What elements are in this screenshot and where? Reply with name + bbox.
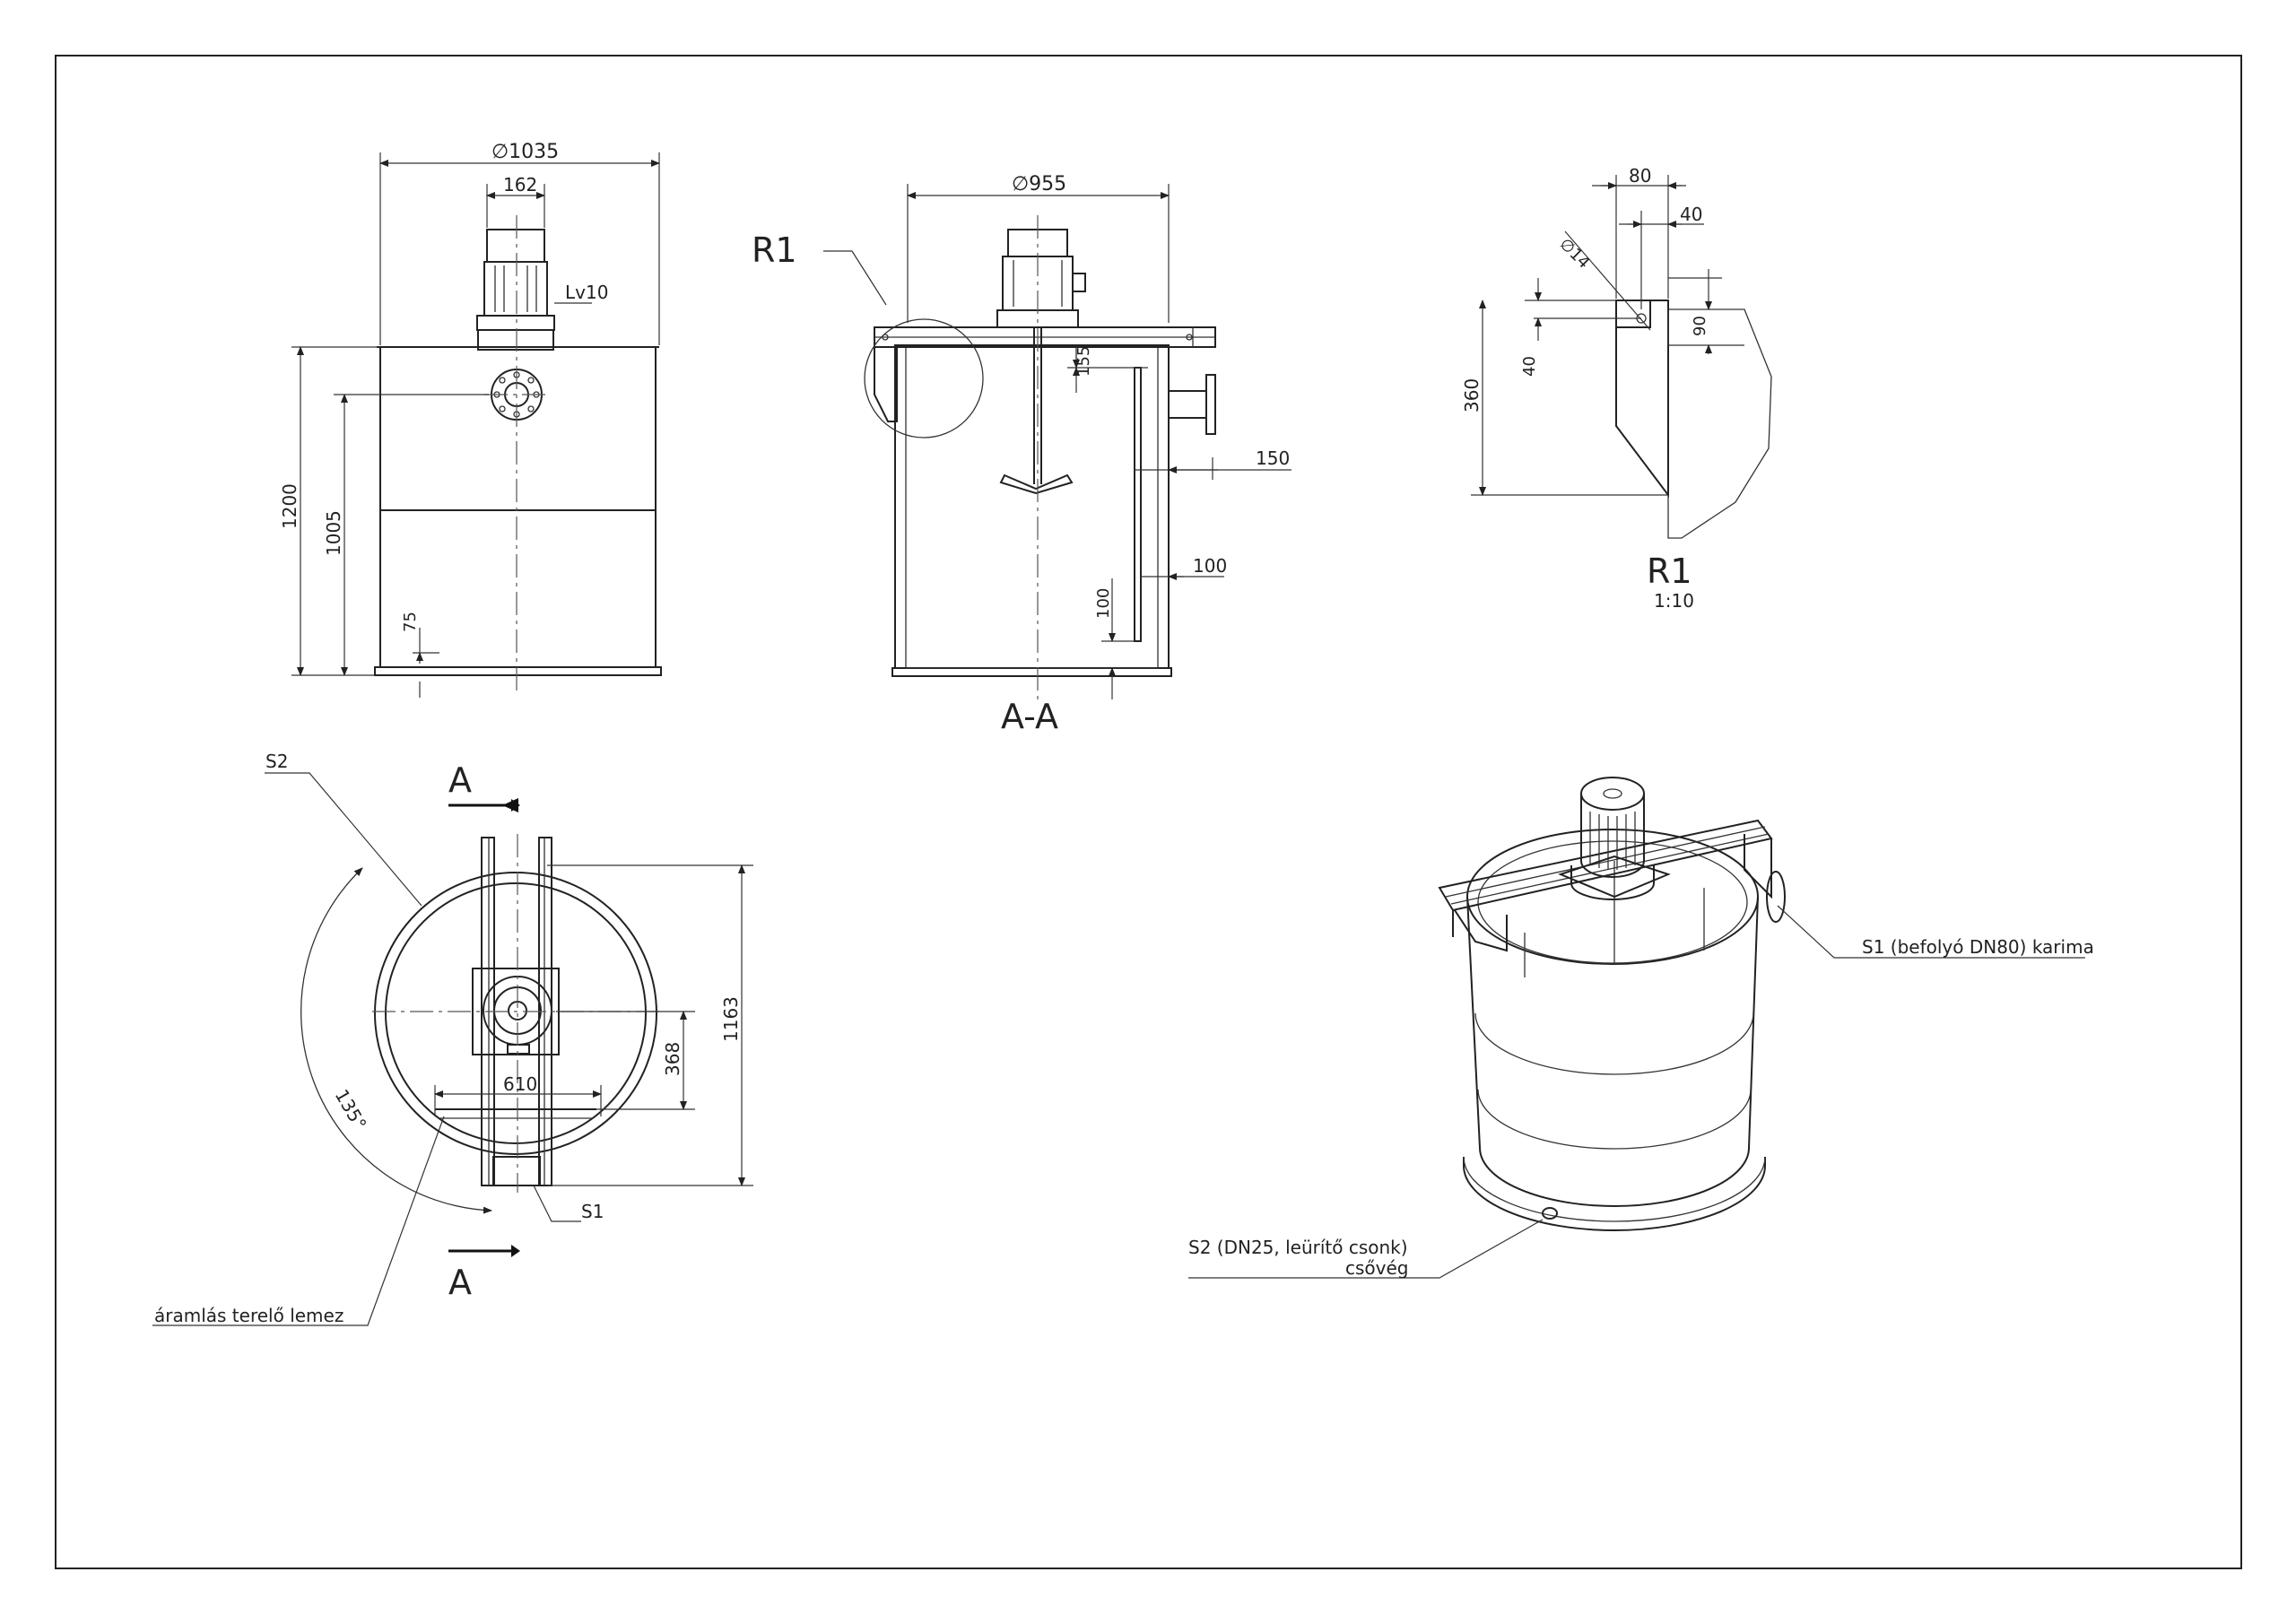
detail-title: R1 bbox=[1647, 551, 1692, 591]
detail-beam bbox=[1615, 300, 1651, 328]
section-dim-155: 155 bbox=[1074, 346, 1093, 377]
top-dim-1163: 1163 bbox=[720, 996, 742, 1042]
top-view: A A 135° S2 1163 368 610 S1 áramlás tere… bbox=[152, 751, 753, 1326]
section-inlet-flange bbox=[1205, 374, 1216, 435]
top-tank-outer bbox=[374, 872, 657, 1155]
detail-dim-360: 360 bbox=[1461, 378, 1483, 413]
section-dim-diameter: ∅955 bbox=[1012, 173, 1066, 195]
section-view: R1 ∅955 155 150 100 100 A-A bbox=[752, 173, 1292, 736]
detail-scale: 1:10 bbox=[1654, 590, 1694, 612]
section-tank-body bbox=[894, 344, 1170, 669]
section-baffle bbox=[1134, 367, 1142, 642]
section-inlet-pipe bbox=[1168, 390, 1207, 419]
detail-dim-40-top: 40 bbox=[1680, 204, 1702, 225]
iso-bracket-left bbox=[1454, 909, 1508, 952]
front-motor-body bbox=[483, 261, 548, 317]
front-dim-1005: 1005 bbox=[323, 510, 344, 556]
front-bridge bbox=[477, 329, 554, 351]
top-label-s1: S1 bbox=[581, 1201, 604, 1222]
detail-dim-hole: ∅14 bbox=[1555, 235, 1593, 273]
front-dim-1200: 1200 bbox=[279, 483, 300, 529]
iso-label-s1: S1 (befolyó DN80) karima bbox=[1862, 936, 2094, 958]
top-label-a-top: A bbox=[448, 760, 472, 800]
section-title: A-A bbox=[1001, 697, 1058, 736]
iso-motor-flange bbox=[1570, 865, 1655, 900]
detail-break-outline bbox=[1667, 308, 1772, 539]
front-view: ∅1035 162 Lv10 1200 1005 75 bbox=[279, 141, 662, 698]
front-dim-motor: 162 bbox=[503, 174, 537, 195]
detail-dim-40-left: 40 bbox=[1520, 356, 1539, 377]
front-dim-diameter: ∅1035 bbox=[491, 141, 559, 163]
front-label-lv10: Lv10 bbox=[565, 282, 608, 303]
front-motor-cap bbox=[486, 229, 545, 263]
iso-inlet-flange bbox=[1766, 871, 1786, 923]
iso-motor-cap bbox=[1580, 777, 1645, 811]
section-dim-100-a: 100 bbox=[1193, 555, 1227, 577]
front-motor-flange bbox=[476, 315, 555, 331]
section-dim-100-b: 100 bbox=[1094, 588, 1113, 619]
iso-outlet bbox=[1542, 1207, 1558, 1220]
section-label-r1: R1 bbox=[752, 230, 797, 270]
section-tank-base bbox=[891, 667, 1172, 677]
section-detail-circle bbox=[864, 318, 984, 439]
iso-view: S1 (befolyó DN80) karima S2 (DN25, leürí… bbox=[1188, 777, 2094, 1279]
iso-tank-base bbox=[1463, 1157, 1766, 1231]
iso-label-s2-line2: csővég bbox=[1345, 1257, 1409, 1279]
iso-bridge-beam bbox=[1438, 819, 1773, 912]
top-tank-inner bbox=[385, 882, 647, 1144]
top-dim-610: 610 bbox=[503, 1073, 537, 1095]
detail-bracket bbox=[1615, 300, 1669, 498]
front-tank-upper bbox=[379, 346, 657, 511]
section-bracket-left bbox=[874, 327, 898, 422]
top-label-s2: S2 bbox=[265, 751, 288, 772]
top-label-baffle: áramlás terelő lemez bbox=[154, 1305, 344, 1326]
section-impeller bbox=[999, 473, 1074, 495]
top-dim-368: 368 bbox=[662, 1042, 683, 1076]
top-outlet bbox=[492, 1156, 541, 1186]
drawing-frame bbox=[55, 55, 2242, 1569]
top-angle-arc bbox=[300, 867, 492, 1214]
front-tank-lower bbox=[379, 509, 657, 668]
iso-label-s2-line1: S2 (DN25, leürítő csonk) bbox=[1188, 1237, 1408, 1258]
front-tank-base bbox=[374, 666, 662, 676]
detail-view: 80 40 ∅14 90 40 360 R1 1:10 bbox=[1461, 165, 1772, 612]
iso-tank-wall bbox=[1466, 896, 1759, 1207]
iso-bracket-right bbox=[1744, 834, 1772, 899]
top-label-a-bottom: A bbox=[448, 1263, 472, 1302]
section-dim-150: 150 bbox=[1256, 447, 1290, 469]
detail-dim-80: 80 bbox=[1629, 165, 1651, 187]
front-dim-75: 75 bbox=[401, 612, 420, 632]
detail-dim-90: 90 bbox=[1691, 316, 1709, 336]
